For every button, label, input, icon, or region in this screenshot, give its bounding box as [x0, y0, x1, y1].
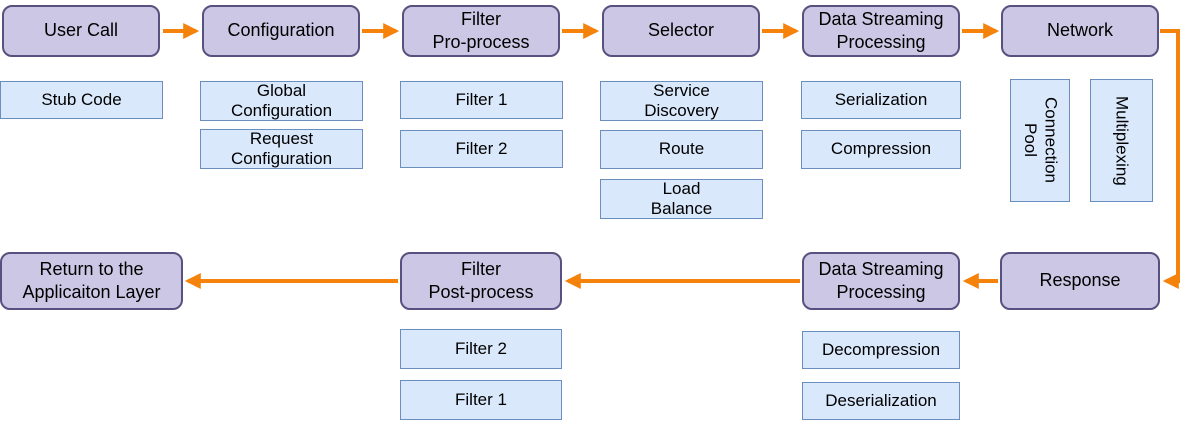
- subnode-serialization: Serialization: [801, 81, 961, 119]
- node-return-to-application-layer: Return to the Applicaiton Layer: [0, 252, 183, 310]
- subnode-deserialization: Deserialization: [802, 382, 960, 420]
- node-selector: Selector: [602, 5, 760, 57]
- node-filter-post-process: Filter Post-process: [400, 252, 562, 310]
- subnode-service-discovery: Service Discovery: [600, 81, 763, 121]
- subnode-connection-pool: Connection Pool: [1010, 79, 1070, 202]
- subnode-filter-1-pre: Filter 1: [400, 81, 563, 119]
- node-filter-pre-process: Filter Pro-process: [402, 5, 560, 57]
- subnode-filter-2-pre: Filter 2: [400, 130, 563, 168]
- node-configuration: Configuration: [202, 5, 360, 57]
- subnode-decompression: Decompression: [802, 331, 960, 369]
- subnode-compression: Compression: [801, 130, 961, 169]
- subnode-stub-code: Stub Code: [0, 81, 163, 119]
- node-user-call: User Call: [2, 5, 160, 57]
- subnode-load-balance: Load Balance: [600, 179, 763, 219]
- subnode-global-configuration: Global Configuration: [200, 81, 363, 121]
- node-data-streaming-processing-response: Data Streaming Processing: [802, 252, 960, 310]
- node-network: Network: [1001, 5, 1159, 57]
- subnode-route: Route: [600, 130, 763, 169]
- node-response: Response: [1000, 252, 1160, 310]
- subnode-multiplexing: Multiplexing: [1090, 79, 1153, 202]
- subnode-filter-2-post: Filter 2: [400, 329, 562, 369]
- subnode-request-configuration: Request Configuration: [200, 129, 363, 169]
- node-data-streaming-processing-request: Data Streaming Processing: [802, 5, 960, 57]
- arrow-network-to-response: [1160, 29, 1180, 289]
- subnode-filter-1-post: Filter 1: [400, 380, 562, 420]
